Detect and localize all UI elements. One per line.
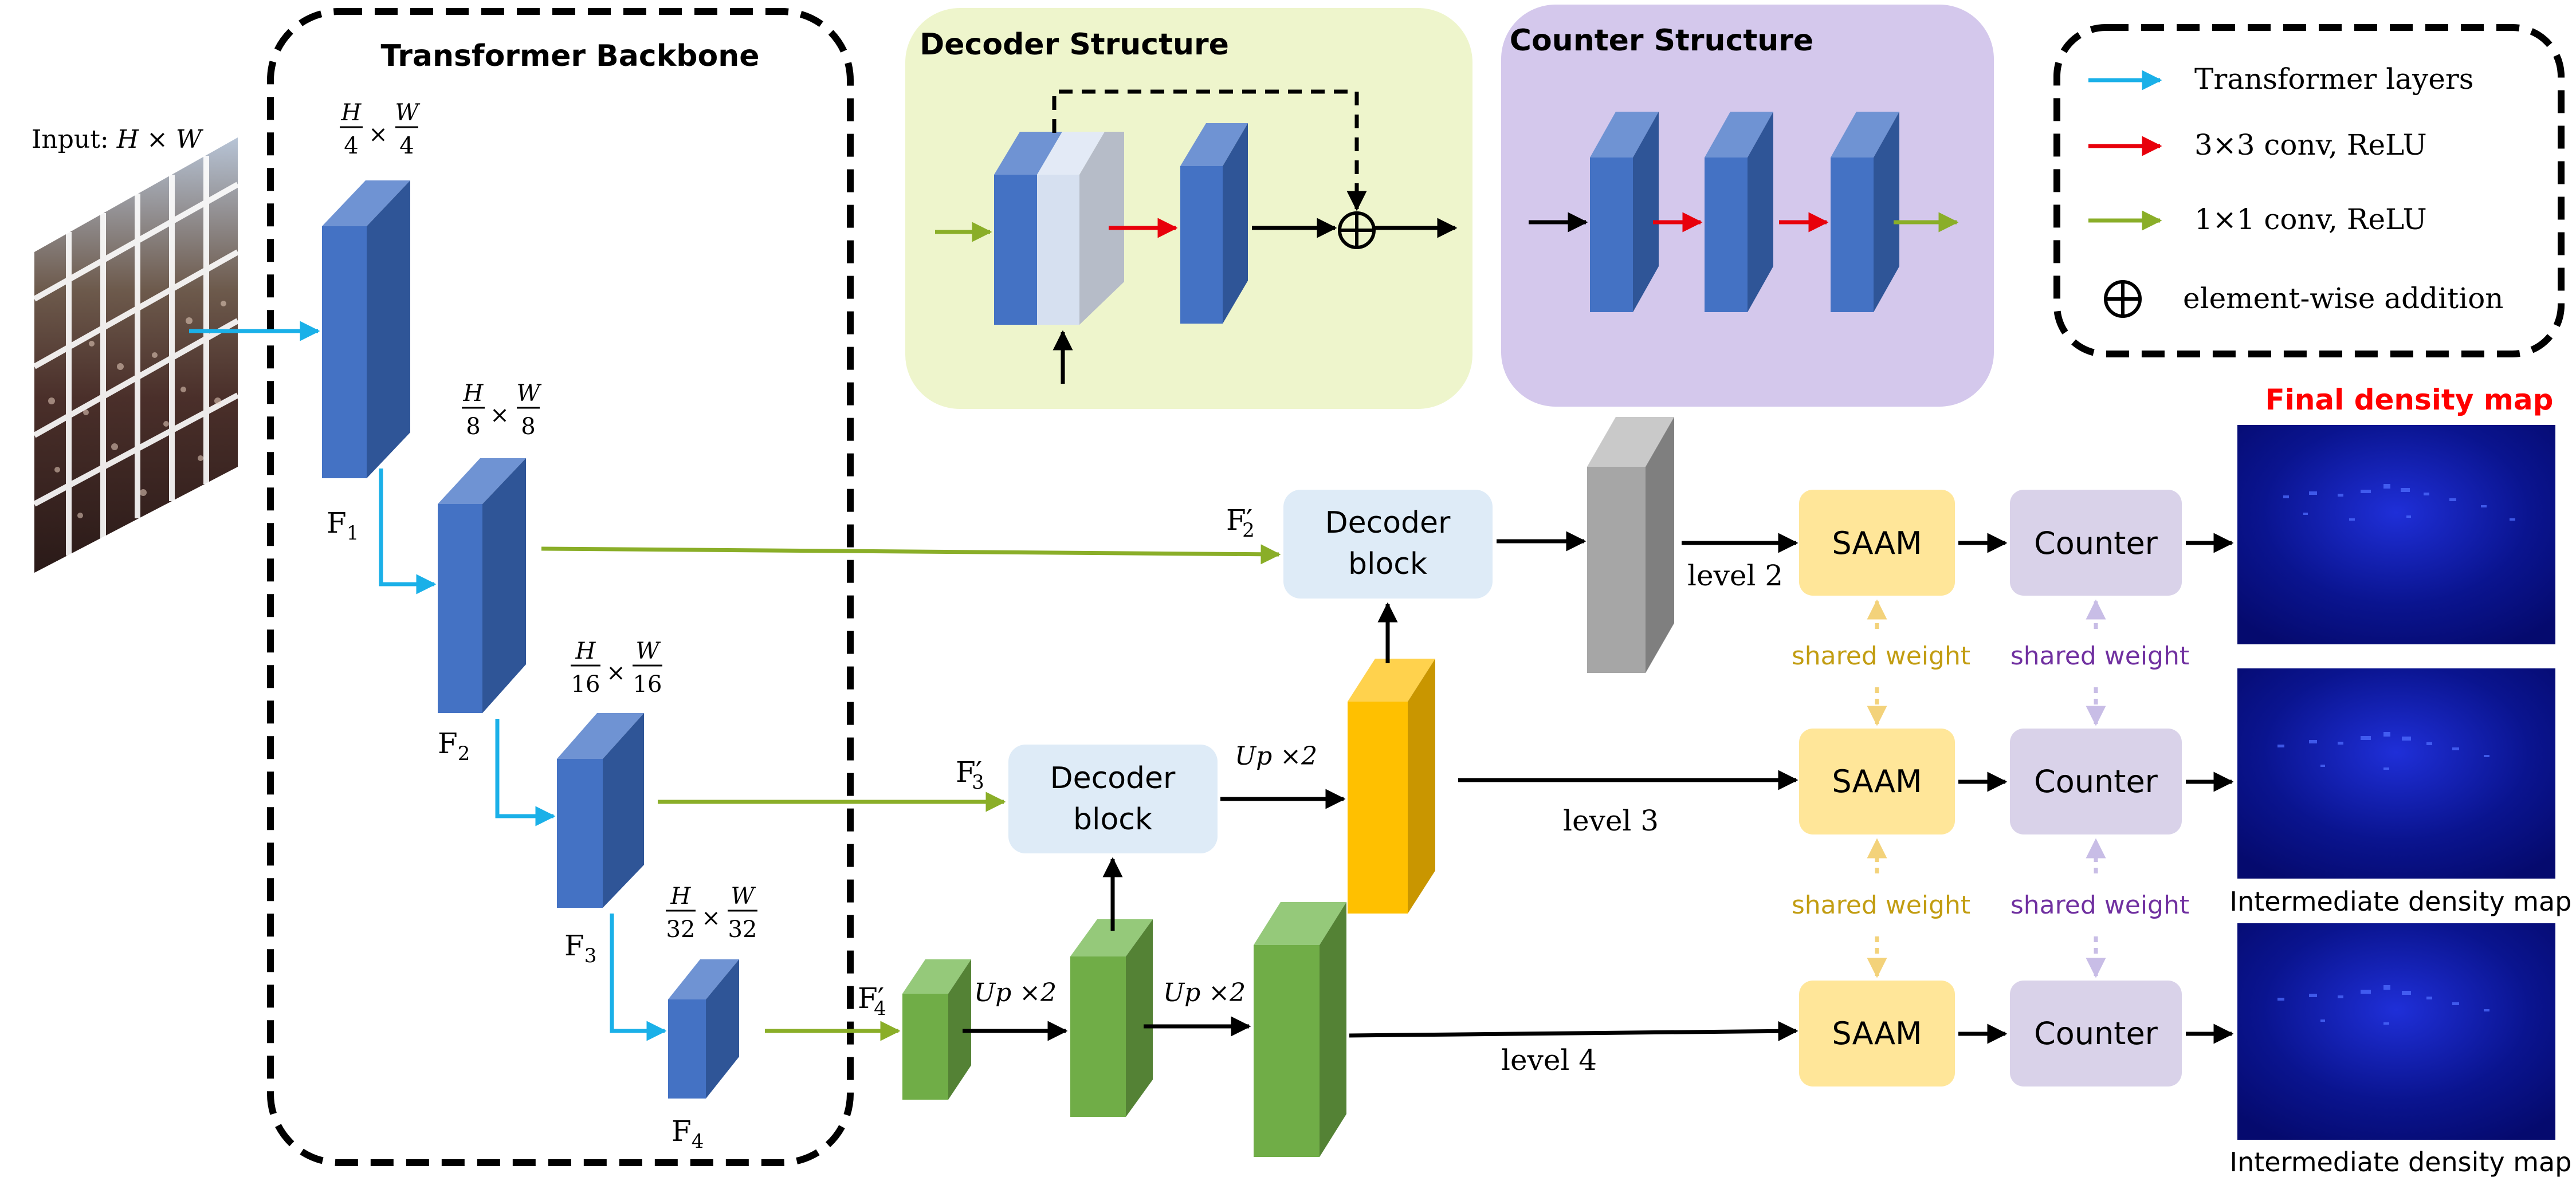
svg-text:H: H — [575, 638, 596, 664]
gold-block-level3 — [1348, 659, 1435, 914]
size-label-f1: H 4 × W 4 — [340, 100, 420, 159]
final-density-map-label: Final density map — [2265, 383, 2554, 416]
label-f1: F1 — [327, 506, 359, 545]
svg-text:H: H — [463, 380, 484, 407]
intermediate-density-map-label-2: Intermediate density map — [2230, 1147, 2572, 1178]
svg-text:SAAM: SAAM — [1832, 763, 1922, 800]
svg-text:H: H — [670, 883, 692, 910]
final-density-map — [2237, 425, 2555, 644]
svg-text:Counter: Counter — [2034, 525, 2158, 561]
decoder-path-arrows — [963, 531, 1799, 1041]
counter-block-level4: Counter — [2010, 981, 2182, 1086]
level-label-4: level 4 — [1501, 1044, 1597, 1077]
svg-text:×: × — [701, 905, 721, 931]
svg-text:SAAM: SAAM — [1832, 525, 1922, 561]
label-f3prime: F′3 — [956, 755, 984, 794]
label-f4prime: F′4 — [858, 982, 886, 1020]
input-crowd-image — [33, 137, 239, 573]
size-label-f3: H 16 × W 16 — [571, 638, 662, 698]
svg-text:×: × — [368, 121, 388, 148]
green-block-up2 — [1254, 902, 1346, 1157]
svg-text:Counter: Counter — [2034, 1015, 2158, 1052]
input-label: Input: H × W — [32, 125, 204, 154]
label-f2prime: F′2 — [1226, 503, 1255, 542]
svg-text:W: W — [635, 638, 661, 664]
svg-text:32: 32 — [728, 916, 757, 943]
svg-text:16: 16 — [571, 671, 600, 698]
counter-block-level3: Counter — [2010, 729, 2182, 834]
saam-block-level4: SAAM — [1799, 981, 1955, 1086]
size-label-f2: H 8 × W 8 — [462, 380, 541, 440]
up-label-1: Up ×2 — [974, 978, 1057, 1007]
level-label-2: level 2 — [1687, 559, 1783, 592]
svg-text:block: block — [1073, 802, 1152, 837]
svg-text:32: 32 — [666, 916, 696, 943]
svg-text:8: 8 — [466, 414, 480, 440]
feature-block-f2 — [438, 458, 526, 713]
decoder-block-level2: Decoder block — [1283, 490, 1493, 599]
shared-weight-saam-2: shared weight — [1792, 891, 1970, 920]
label-f2: F2 — [438, 727, 470, 765]
head-arrows — [1958, 533, 2234, 1044]
legend-box — [2053, 24, 2565, 357]
svg-text:Counter: Counter — [2034, 763, 2158, 800]
size-label-f4: H 32 × W 32 — [666, 883, 757, 943]
green-block-f4prime — [902, 959, 971, 1100]
svg-text:×: × — [490, 402, 509, 428]
svg-text:W: W — [516, 380, 541, 407]
svg-text:Decoder: Decoder — [1050, 761, 1176, 796]
saam-block-level3: SAAM — [1799, 729, 1955, 834]
svg-text:16: 16 — [633, 671, 662, 698]
legend-label-conv1: 1×1 conv, ReLU — [2194, 203, 2427, 236]
intermediate-density-map-level4 — [2237, 923, 2555, 1140]
saam-block-level2: SAAM — [1799, 490, 1955, 596]
svg-text:SAAM: SAAM — [1832, 1015, 1922, 1052]
svg-text:block: block — [1348, 547, 1427, 581]
svg-text:H: H — [341, 100, 362, 126]
decoder-structure-blocks — [994, 123, 1248, 325]
backbone-title: Transformer Backbone — [380, 39, 759, 73]
legend-label-transformer: Transformer layers — [2194, 62, 2473, 96]
transformer-arrows — [189, 321, 667, 1041]
legend-label-addition: element-wise addition — [2183, 282, 2504, 315]
transformer-backbone-box — [267, 8, 854, 1166]
feature-block-f3 — [557, 713, 644, 908]
decoder-block-level3: Decoder block — [1008, 745, 1218, 853]
intermediate-density-map-level3 — [2237, 668, 2555, 879]
svg-text:×: × — [606, 660, 626, 686]
feature-block-f4 — [668, 959, 739, 1099]
label-f4: F4 — [672, 1115, 704, 1153]
counter-block-level2: Counter — [2010, 490, 2182, 596]
decoder-structure-title: Decoder Structure — [920, 27, 1229, 62]
level-label-3: level 3 — [1563, 804, 1659, 837]
feature-block-f1 — [322, 180, 410, 478]
counter-structure-title: Counter Structure — [1510, 23, 1813, 58]
svg-text:8: 8 — [521, 414, 535, 440]
gray-block-level2 — [1587, 417, 1674, 673]
legend-items — [2088, 70, 2162, 318]
shared-weight-saam-1: shared weight — [1792, 641, 1970, 671]
up-label-2: Up ×2 — [1163, 978, 1246, 1007]
label-f3: F3 — [564, 929, 596, 967]
up-label-3: Up ×2 — [1235, 742, 1317, 771]
green-block-up1 — [1070, 919, 1153, 1117]
svg-text:4: 4 — [399, 133, 414, 159]
decoder-structure-arrows — [935, 89, 1458, 384]
svg-text:Decoder: Decoder — [1325, 506, 1451, 540]
intermediate-density-map-label-1: Intermediate density map — [2230, 886, 2572, 917]
svg-text:W: W — [395, 100, 420, 126]
lateral-arrows — [541, 544, 1281, 1041]
counter-structure-blocks — [1590, 112, 1899, 312]
element-wise-addition-symbol — [1338, 211, 1376, 249]
svg-text:4: 4 — [344, 133, 358, 159]
svg-text:W: W — [731, 883, 756, 910]
shared-weight-counter-2: shared weight — [2010, 891, 2189, 920]
shared-weight-counter-1: shared weight — [2010, 641, 2189, 671]
legend-label-conv3: 3×3 conv, ReLU — [2194, 128, 2427, 162]
